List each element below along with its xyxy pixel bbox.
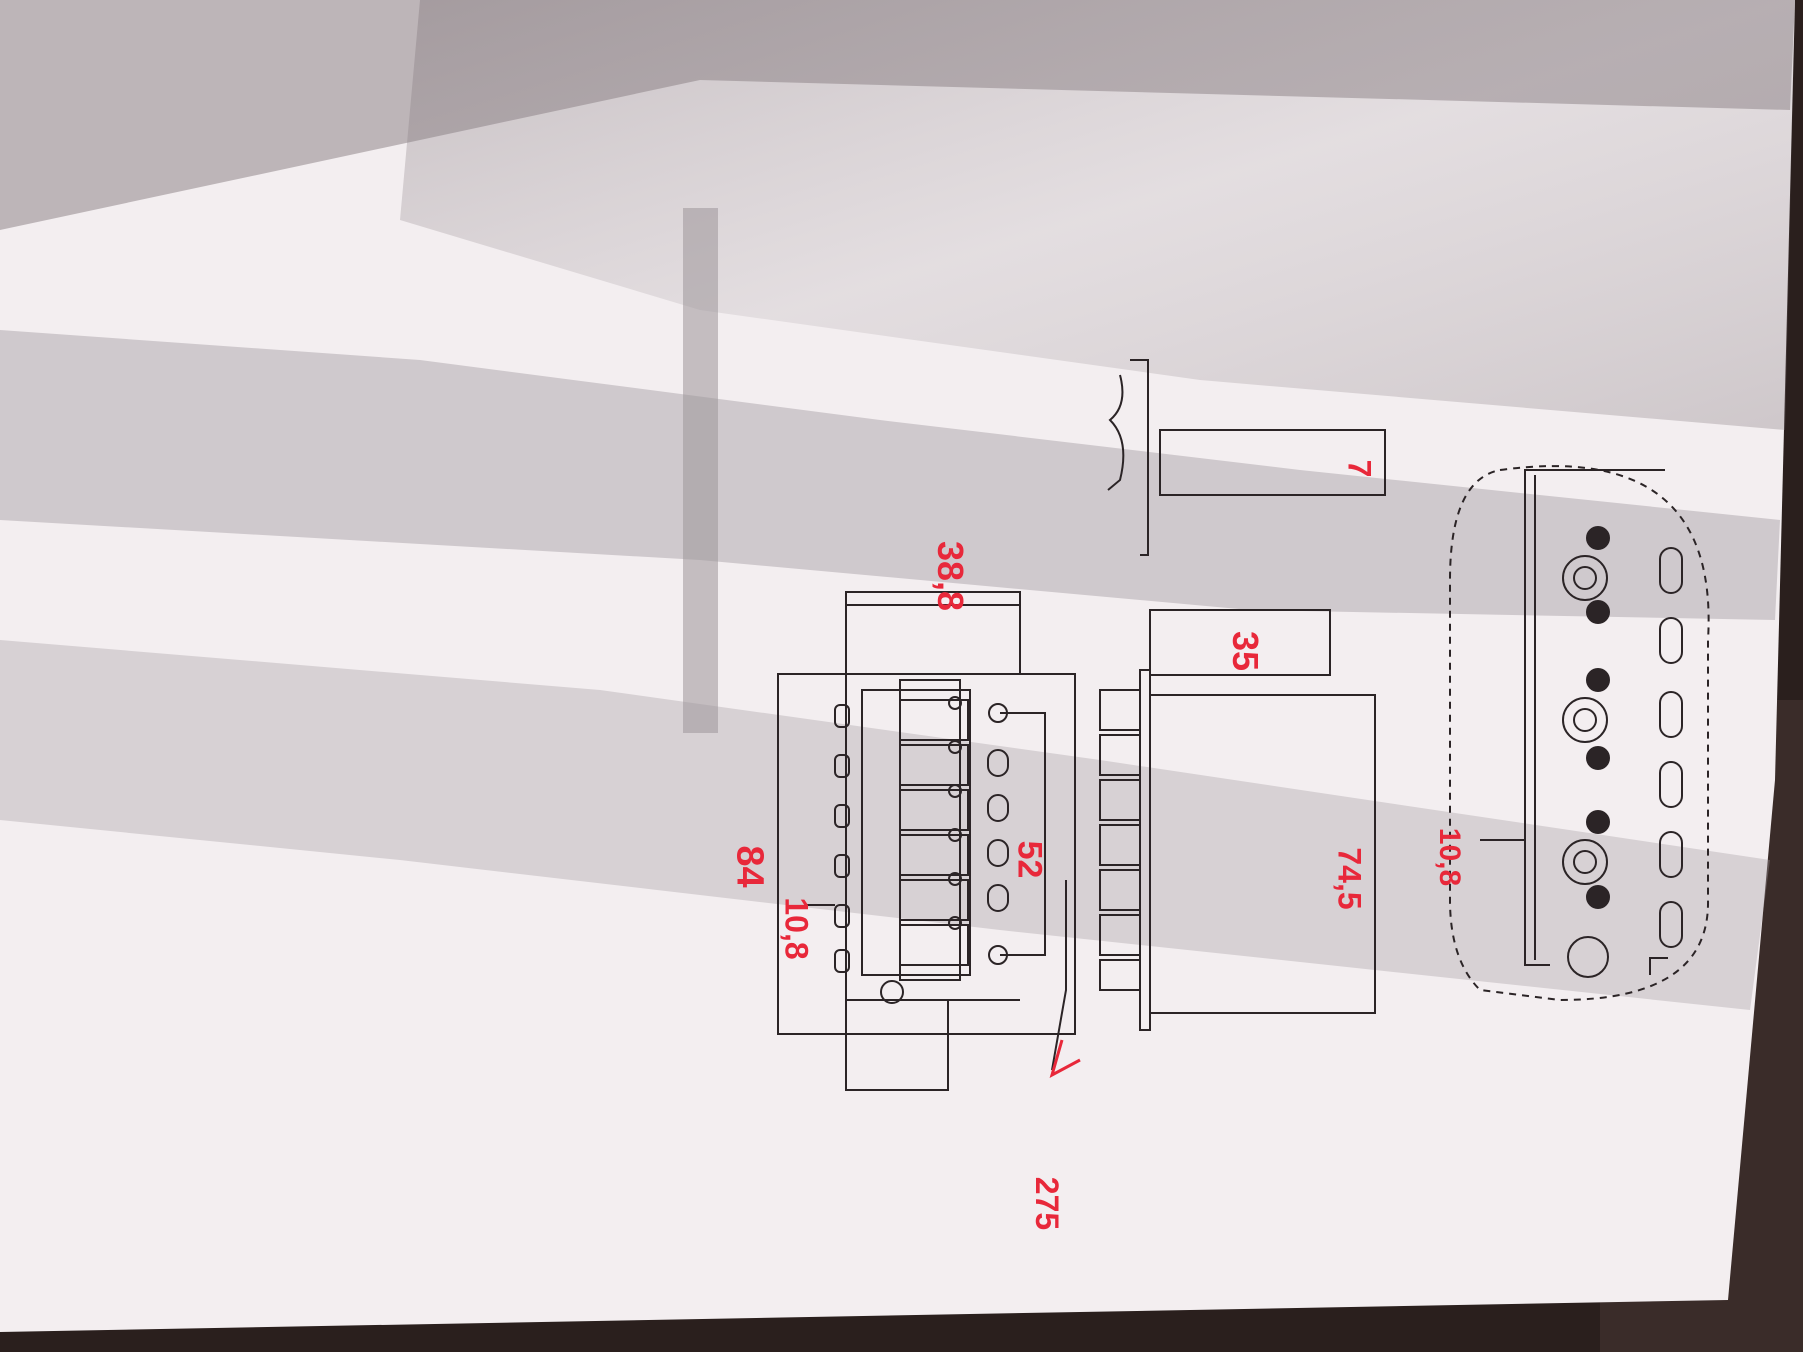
bar-detail-drawing [1107,359,1386,556]
side-view-drawing [1099,609,1376,1031]
top-view-drawing [777,591,1081,1091]
grey-strip [683,208,718,733]
annotation-screw-gap: 7 [1341,459,1378,478]
plate-outline [777,673,1076,1035]
annotation-top-width: 38,8 [930,540,972,612]
shadow-band [0,330,1780,620]
annotation-saddle-spacing: 10,8 [778,897,815,960]
annotation-plate-length: 84 [728,845,771,888]
annotation-block-height: 35 [1225,630,1267,672]
annotation-overall: 275 [1029,1176,1066,1231]
annotation-string-spacing: 52 [1010,840,1049,879]
saddle-group [899,699,969,966]
shadow-band [0,640,1770,1010]
annotation-block-length: 74,5 [1331,847,1368,910]
hole-detail-drawing [1449,465,1710,1002]
shadow-band [400,0,1795,430]
annotation-hole-gap: 10,8 [1433,827,1467,887]
